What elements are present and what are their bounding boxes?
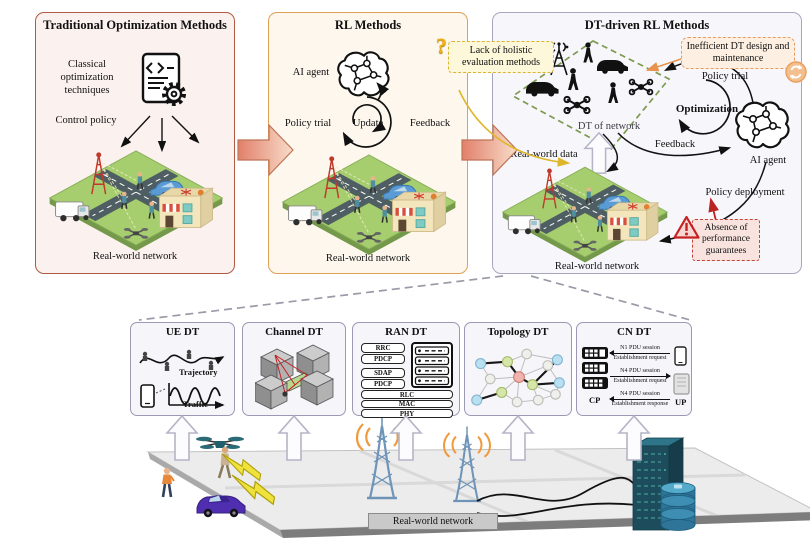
- car-icon: [597, 60, 628, 74]
- real-world-network-caption: Real-world network: [325, 253, 411, 264]
- trajectory-label: Trajectory: [179, 367, 218, 377]
- refresh-icon: [785, 61, 807, 83]
- zoom-callout-dashes: [138, 275, 691, 321]
- trajectory-icon: [139, 349, 225, 371]
- panel-title: Traditional Optimization Methods: [43, 18, 227, 32]
- up-arrow-icon: [389, 414, 423, 462]
- module-title: Topology DT: [487, 326, 549, 338]
- msg-line1: N1 PDU session: [620, 345, 660, 351]
- person-icon: [217, 446, 232, 479]
- classical-optimization-label: Classical optimization techniques: [60, 59, 114, 96]
- antenna-icon: [549, 42, 569, 76]
- cn-message-n4-request: N4 PDU session Establishment request: [609, 368, 671, 385]
- code-gear-icon: [141, 52, 186, 106]
- up-server-icon: [673, 373, 690, 395]
- car-icon: [196, 495, 246, 518]
- inefficient-dt-box: Inefficient DT design and maintenance: [681, 37, 795, 69]
- up-arrow-icon: [501, 414, 535, 462]
- bottom-network-scene: [146, 417, 810, 538]
- panel-title: RL Methods: [334, 18, 402, 32]
- drone-icon: [628, 78, 654, 96]
- feedback-label: Feedback: [409, 118, 451, 129]
- dt-of-network-label: DT of network: [577, 121, 641, 132]
- module-ue-dt: UE DT Trajectory Traffic: [130, 322, 235, 416]
- cell-tower-icon: [442, 426, 492, 503]
- panel-dt-driven-rl: DT-driven RL Methods: [436, 12, 807, 274]
- brain-icon: [733, 99, 793, 151]
- real-world-data-label: Real-world data: [510, 149, 578, 160]
- msg-line2: Establishment request: [613, 354, 667, 361]
- ai-agent-label: AI agent: [749, 155, 787, 166]
- module-title: UE DT: [165, 326, 200, 338]
- control-policy-label: Control policy: [55, 115, 117, 126]
- ran-layer-mac: MAC: [361, 399, 453, 408]
- up-label: UP: [675, 397, 687, 407]
- person-icon: [608, 82, 619, 104]
- person-icon: [161, 467, 175, 498]
- question-icon: ?: [436, 33, 447, 58]
- phone-icon: [674, 346, 687, 366]
- database-icon: [660, 482, 696, 531]
- msg-line1: N4 PDU session: [620, 391, 660, 397]
- person-icon: [583, 42, 594, 63]
- ran-layer-sdap: SDAP: [361, 368, 405, 378]
- cp-core-icon: [582, 347, 608, 389]
- msg-line2: Establishment response: [611, 400, 669, 407]
- msg-arrow-left: [609, 396, 670, 403]
- ran-layer-pdcp: PDCP: [361, 354, 405, 364]
- traffic-icon: [140, 383, 227, 413]
- msg-arrow-right: [610, 373, 671, 380]
- ran-layer-pdcp2: PDCP: [361, 379, 405, 389]
- module-channel-dt: Channel DT: [242, 322, 346, 416]
- real-world-network-caption: Real-world network: [368, 513, 498, 530]
- real-world-network-caption: Real-world network: [92, 251, 178, 262]
- module-title: RAN DT: [385, 326, 427, 338]
- traffic-label: Traffic: [183, 399, 208, 409]
- policy-trial-label: Policy trial: [284, 118, 332, 129]
- radio-waves-icon: [355, 423, 409, 451]
- drone-icon: [196, 436, 244, 449]
- cn-message-n4-response: N4 PDU session Establishment response: [609, 391, 671, 408]
- update-label: Update: [352, 118, 384, 129]
- ran-layer-rrc: RRC: [361, 343, 405, 353]
- panel-traditional-optimization: Traditional Optimization Methods Classic…: [35, 12, 235, 274]
- module-ran-dt: RAN DT RRC PDCP SDAP PDCP RLC MAC PHY: [352, 322, 460, 418]
- cp-label: CP: [589, 395, 601, 405]
- server-icon: [411, 342, 453, 388]
- policy-trial-label: Policy trial: [701, 71, 749, 82]
- drone-icon: [563, 95, 591, 115]
- cn-message-n1: N1 PDU session Establishment request: [609, 345, 671, 362]
- real-world-network-caption: Real-world network: [554, 261, 640, 272]
- up-arrow-icon: [165, 414, 199, 462]
- car-icon: [526, 82, 559, 97]
- panel-rl-methods: RL Methods AI agent Policy trial Update …: [268, 12, 468, 274]
- city-scene: [277, 151, 461, 255]
- lightning-icon: [221, 453, 276, 506]
- msg-line2: Establishment request: [613, 377, 667, 384]
- up-arrow-icon: [617, 414, 651, 462]
- module-topology-dt: Topology DT: [464, 322, 572, 416]
- module-title: Channel DT: [265, 326, 323, 338]
- warning-icon: [673, 215, 700, 239]
- absence-of-guarantees-box: Absence of performance guarantees: [692, 219, 760, 262]
- lack-of-evaluation-box: Lack of holistic evaluation methods: [448, 41, 554, 73]
- module-title: CN DT: [617, 326, 651, 338]
- panel-title: DT-driven RL Methods: [584, 18, 710, 32]
- up-arrow-icon: [277, 414, 311, 462]
- person-icon: [568, 68, 579, 90]
- city-scene: [44, 147, 228, 251]
- brain-icon: [335, 49, 393, 99]
- policy-deployment-label: Policy deployment: [705, 187, 785, 198]
- city-scene: [499, 163, 671, 263]
- msg-line1: N4 PDU session: [620, 368, 660, 374]
- radio-waves-icon: [442, 432, 492, 458]
- module-cn-dt: CN DT CP N1 PDU session Establishm: [576, 322, 692, 416]
- feedback-label: Feedback: [654, 139, 696, 150]
- cell-tower-icon: [355, 417, 409, 500]
- ai-agent-label: AI agent: [292, 67, 330, 78]
- ran-layer-rlc: RLC: [361, 390, 453, 399]
- ray-tracing-blocks-icon: [255, 344, 334, 410]
- msg-arrow-left: [609, 350, 670, 357]
- topology-graph-icon: [471, 348, 565, 408]
